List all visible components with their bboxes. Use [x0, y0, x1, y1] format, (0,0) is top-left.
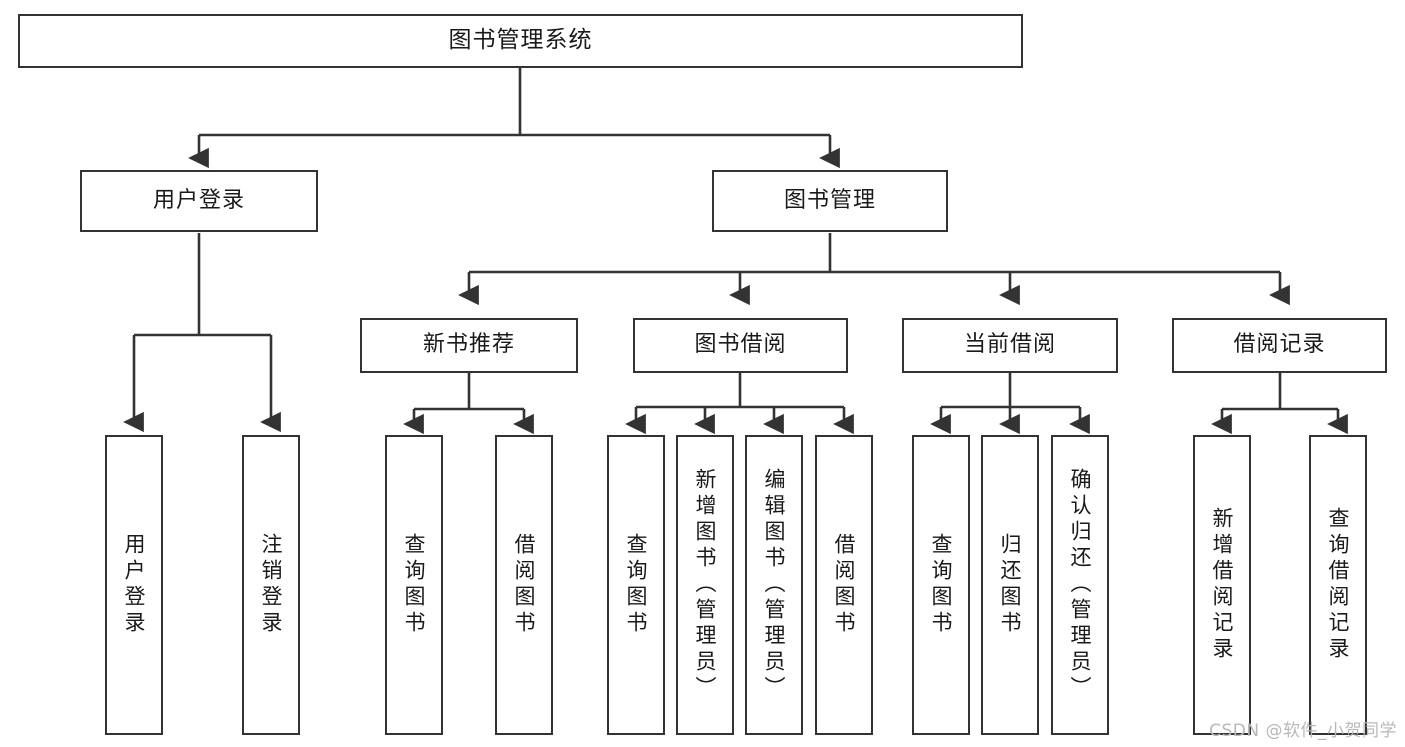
node-label-current-borrow: 当前借阅 [963, 332, 1056, 358]
leaf-label-query-book-2: 查询图书 [624, 533, 649, 637]
leaf-borrow-book-1[interactable]: 借阅图书 [495, 435, 553, 735]
leaf-edit-book[interactable]: 编辑图书（管理员） [745, 435, 803, 735]
leaf-label-query-borrow-record: 查询借阅记录 [1326, 507, 1351, 663]
leaf-user-login[interactable]: 用户登录 [105, 435, 163, 735]
leaf-return-book[interactable]: 归还图书 [981, 435, 1039, 735]
node-label-book-manage: 图书管理 [783, 187, 876, 213]
leaf-label-borrow-book-2: 借阅图书 [832, 533, 857, 637]
node-current-borrow[interactable]: 当前借阅 [902, 318, 1118, 373]
leaf-label-query-book-1: 查询图书 [402, 533, 427, 637]
node-book-borrow[interactable]: 图书借阅 [633, 318, 848, 373]
leaf-query-book-2[interactable]: 查询图书 [607, 435, 665, 735]
leaf-label-borrow-book-1: 借阅图书 [512, 533, 537, 637]
leaf-borrow-book-2[interactable]: 借阅图书 [815, 435, 873, 735]
leaf-label-user-login: 用户登录 [122, 533, 147, 637]
leaf-query-borrow-record[interactable]: 查询借阅记录 [1309, 435, 1367, 735]
node-user-login[interactable]: 用户登录 [80, 170, 318, 232]
node-label-borrow-record: 借阅记录 [1233, 332, 1326, 358]
node-label-new-book-recommend: 新书推荐 [422, 332, 515, 358]
node-root-system[interactable]: 图书管理系统 [18, 14, 1023, 68]
node-borrow-record[interactable]: 借阅记录 [1172, 318, 1387, 373]
node-label-root: 图书管理系统 [448, 27, 593, 54]
leaf-confirm-return[interactable]: 确认归还（管理员） [1051, 435, 1109, 735]
leaf-label-query-book-3: 查询图书 [929, 533, 954, 637]
leaf-label-add-borrow-record: 新增借阅记录 [1210, 507, 1235, 663]
node-label-book-borrow: 图书借阅 [694, 332, 787, 358]
leaf-label-add-book: 新增图书（管理员） [693, 468, 718, 702]
leaf-label-confirm-return: 确认归还（管理员） [1068, 468, 1093, 702]
node-book-manage[interactable]: 图书管理 [712, 170, 948, 232]
leaf-user-logout[interactable]: 注销登录 [242, 435, 300, 735]
leaf-query-book-1[interactable]: 查询图书 [385, 435, 443, 735]
node-label-user-login: 用户登录 [152, 187, 245, 213]
leaf-label-edit-book: 编辑图书（管理员） [762, 468, 787, 702]
leaf-add-book[interactable]: 新增图书（管理员） [676, 435, 734, 735]
leaf-label-user-logout: 注销登录 [259, 533, 284, 637]
leaf-label-return-book: 归还图书 [998, 533, 1023, 637]
leaf-add-borrow-record[interactable]: 新增借阅记录 [1193, 435, 1251, 735]
node-new-book-recommend[interactable]: 新书推荐 [360, 318, 578, 373]
leaf-query-book-3[interactable]: 查询图书 [912, 435, 970, 735]
